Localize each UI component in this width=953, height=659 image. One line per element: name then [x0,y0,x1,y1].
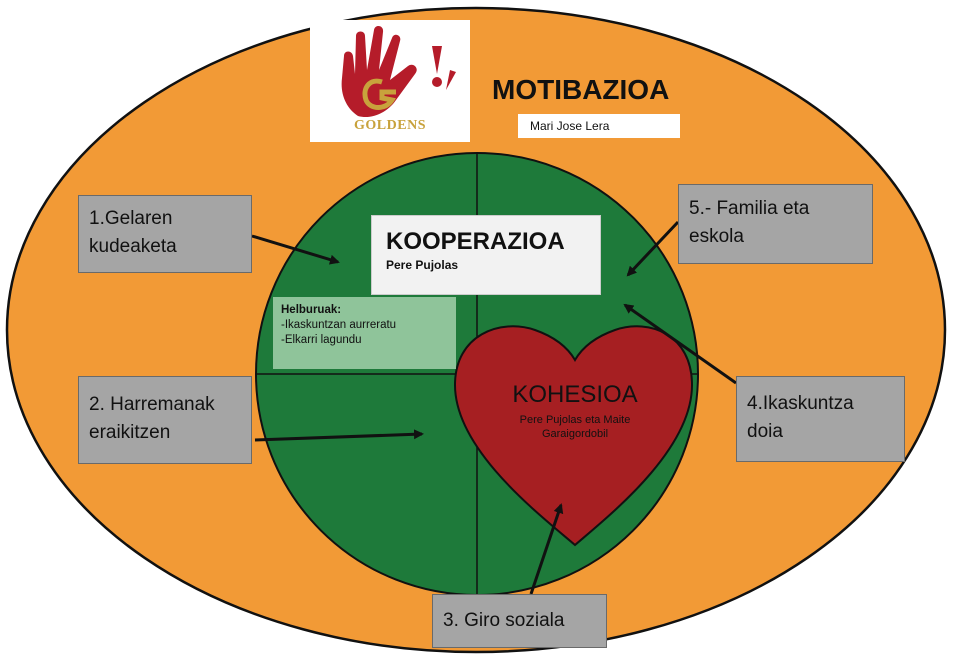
arrows [251,220,737,595]
goal-item: -Elkarri lagundu [281,334,362,346]
factor-box-line: 1.Gelaren [89,208,173,229]
factor-box-line: 2. Harremanak [89,394,215,415]
factor-box-line: 4.Ikaskuntza [747,393,854,414]
goldens-hand-logo-icon [341,26,456,118]
factor-box-5: 5.- Familia eta eskola [678,184,873,264]
cooperation-box: KOOPERAZIOA Pere Pujolas [371,215,601,295]
goal-item: -Ikaskuntzan aurreratu [281,319,397,331]
cohesion-subtitle: Pere Pujolas eta Maite Garaigordobil [500,413,650,441]
cohesion-title: KOHESIOA [512,381,638,408]
goals-box: Helburuak: -Ikaskuntzan aurreratu -Elkar… [273,297,456,369]
author-label: Mari Jose Lera [518,114,680,138]
factor-box-line: eraikitzen [89,422,171,443]
factor-box-line: eskola [689,226,744,247]
arrow-5 [626,220,680,277]
factor-box-line: 5.- Familia eta [689,198,810,219]
cooperation-title: KOOPERAZIOA [386,228,565,255]
cohesion-subtitle-line: Garaigordobil [541,428,609,440]
arrow-3 [529,503,564,595]
factor-box-line: kudeaketa [89,236,177,257]
heart-shape [453,325,694,547]
diagram-title: MOTIBAZIOA [492,74,670,105]
factor-box-1: 1.Gelaren kudeaketa [78,195,252,273]
arrow-1 [251,234,340,265]
cooperation-subtitle: Pere Pujolas [386,258,459,272]
factor-box-4: 4.Ikaskuntza doia [736,376,905,462]
factor-box-line: doia [747,421,783,442]
factor-box-2: 2. Harremanak eraikitzen [78,376,252,464]
arrow-4 [623,303,737,385]
goals-title: Helburuak: [281,304,342,316]
logo: GOLDENS [310,20,470,142]
factor-box-line: 3. Giro soziala [443,610,565,631]
cohesion-subtitle-line: Pere Pujolas eta Maite [519,414,631,426]
logo-text: GOLDENS [354,118,426,133]
arrow-2 [254,429,424,442]
factor-box-3: 3. Giro soziala [432,594,607,648]
